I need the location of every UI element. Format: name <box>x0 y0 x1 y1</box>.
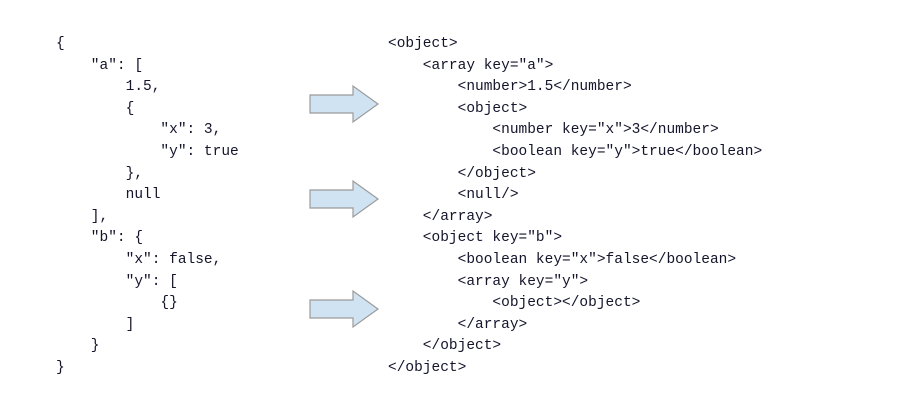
json-line-14: ] <box>56 316 135 333</box>
json-line-1: { <box>56 36 65 52</box>
xml-line-2: <array key="a"> <box>388 57 554 74</box>
json-line-3: 1.5, <box>56 79 161 96</box>
json-line-6: "y": true <box>56 143 239 160</box>
json-line-7: }, <box>56 165 144 182</box>
xml-line-6: <boolean key="y">true</boolean> <box>388 143 763 160</box>
conversion-arrow-icon <box>309 289 380 329</box>
xml-line-1: <object> <box>388 36 458 52</box>
json-line-15: } <box>56 338 100 355</box>
json-line-12: "y": [ <box>56 273 178 290</box>
xml-line-3: <number>1.5</number> <box>388 79 632 96</box>
json-line-8: null <box>56 187 161 204</box>
xml-line-7: </object> <box>388 165 536 182</box>
json-line-10: "b": { <box>56 230 144 247</box>
xml-line-11: <boolean key="x">false</boolean> <box>388 251 737 268</box>
json-line-2: "a": [ <box>56 57 144 74</box>
conversion-arrow-icon <box>309 84 380 124</box>
json-line-9: ], <box>56 208 109 225</box>
xml-line-10: <object key="b"> <box>388 230 563 247</box>
xml-line-14: </array> <box>388 316 528 333</box>
json-source-code: { "a": [ 1.5, { "x": 3, "y": true }, nul… <box>56 34 239 380</box>
xml-line-12: <array key="y"> <box>388 273 589 290</box>
xml-line-13: <object></object> <box>388 295 641 312</box>
json-line-5: "x": 3, <box>56 122 222 139</box>
xml-line-15: </object> <box>388 338 502 355</box>
conversion-arrow-icon <box>309 179 380 219</box>
json-line-11: "x": false, <box>56 251 222 268</box>
xml-line-4: <object> <box>388 100 528 117</box>
xml-result-code: <object> <array key="a"> <number>1.5</nu… <box>388 34 762 380</box>
xml-line-8: <null/> <box>388 187 519 204</box>
xml-line-9: </array> <box>388 208 493 225</box>
json-line-4: { <box>56 100 135 117</box>
json-line-16: } <box>56 359 65 376</box>
xml-line-16: </object> <box>388 359 467 376</box>
json-line-13: {} <box>56 295 178 312</box>
xml-line-5: <number key="x">3</number> <box>388 122 719 139</box>
